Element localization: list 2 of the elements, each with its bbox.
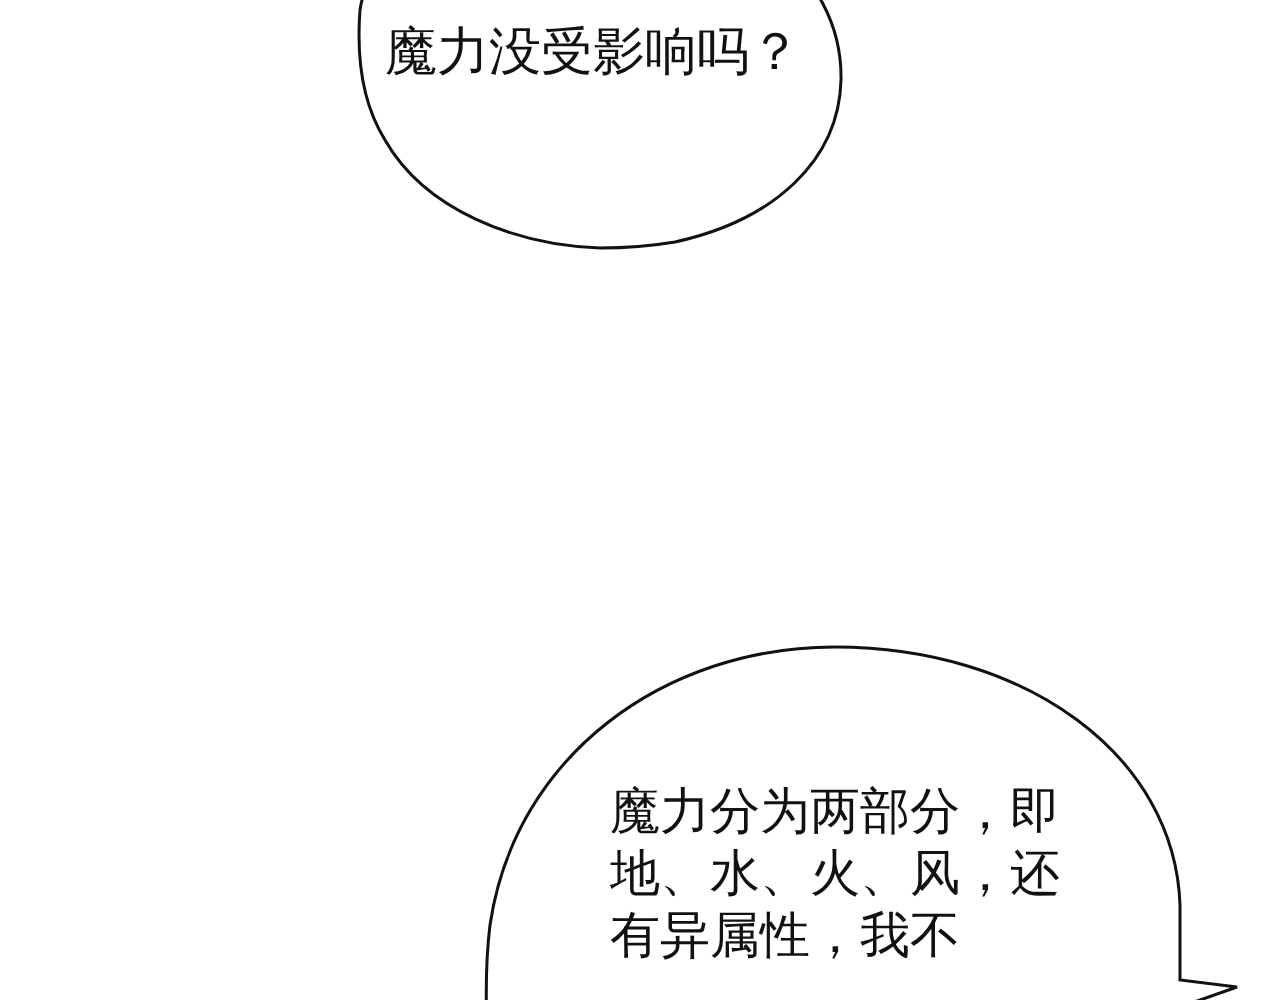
- speech-text: 魔力分为两部分，即地、水、火、风，还有异属性，我不: [610, 781, 1061, 966]
- speech-text: 魔力没受影响吗？: [385, 20, 802, 82]
